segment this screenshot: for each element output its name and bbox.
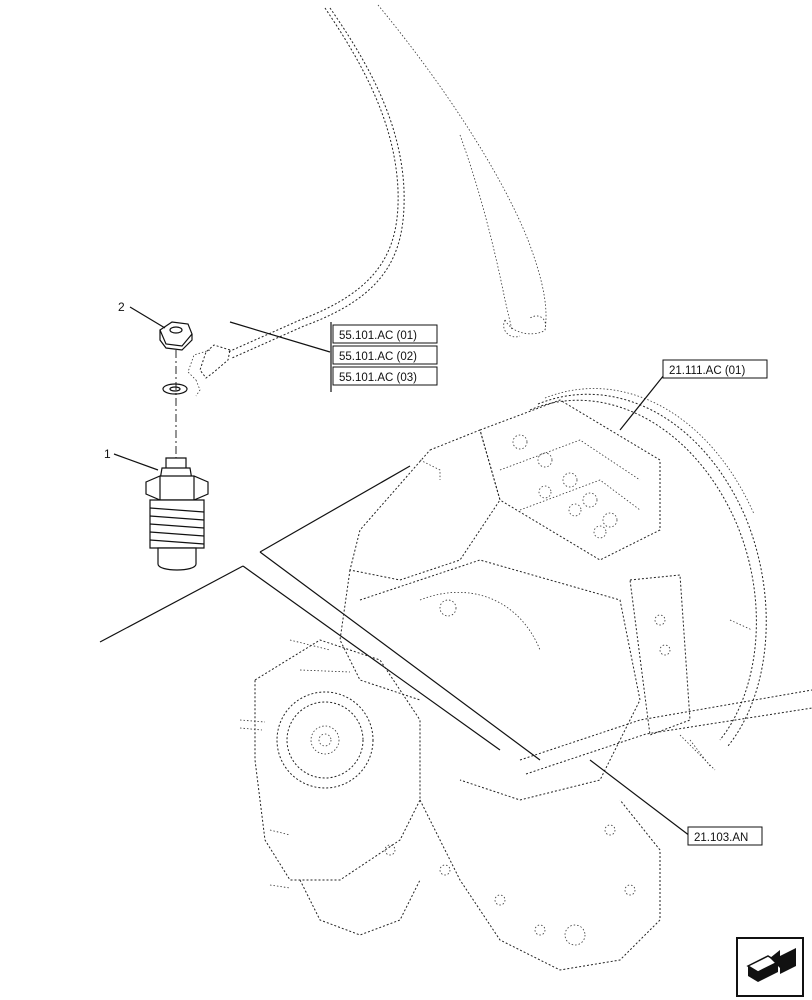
callout-2: 2 [118,300,125,314]
ref-21-111-ac-01[interactable]: 21.111.AC (01) [669,365,745,377]
sensor-part-1 [145,457,209,571]
leader-21-111-ac [619,374,665,431]
ref-group-21-111-ac: 21.111.AC (01) [662,359,768,379]
leader-2 [129,306,166,329]
ref-55-101-ac-01[interactable]: 55.101.AC (01) [339,330,417,342]
ref-55-101-ac-02[interactable]: 55.101.AC (02) [339,351,417,363]
ref-55-101-ac-03[interactable]: 55.101.AC (03) [339,372,417,384]
transmission-assembly [239,388,812,971]
section-lines [99,465,541,761]
nut-part-2 [159,321,193,351]
washer [162,383,188,395]
leader-1 [113,453,159,471]
hose [227,4,547,359]
view-direction-arrow-icon [736,937,804,997]
callout-1: 1 [104,447,111,461]
ref-21-103-an[interactable]: 21.103.AN [694,832,748,844]
ref-group-21-103-an: 21.103.AN [687,826,763,846]
wire-connector [187,344,231,397]
ref-group-55-101-ac: 55.101.AC (01) 55.101.AC (02) 55.101.AC … [229,321,438,392]
leader-21-103-an [589,759,691,837]
